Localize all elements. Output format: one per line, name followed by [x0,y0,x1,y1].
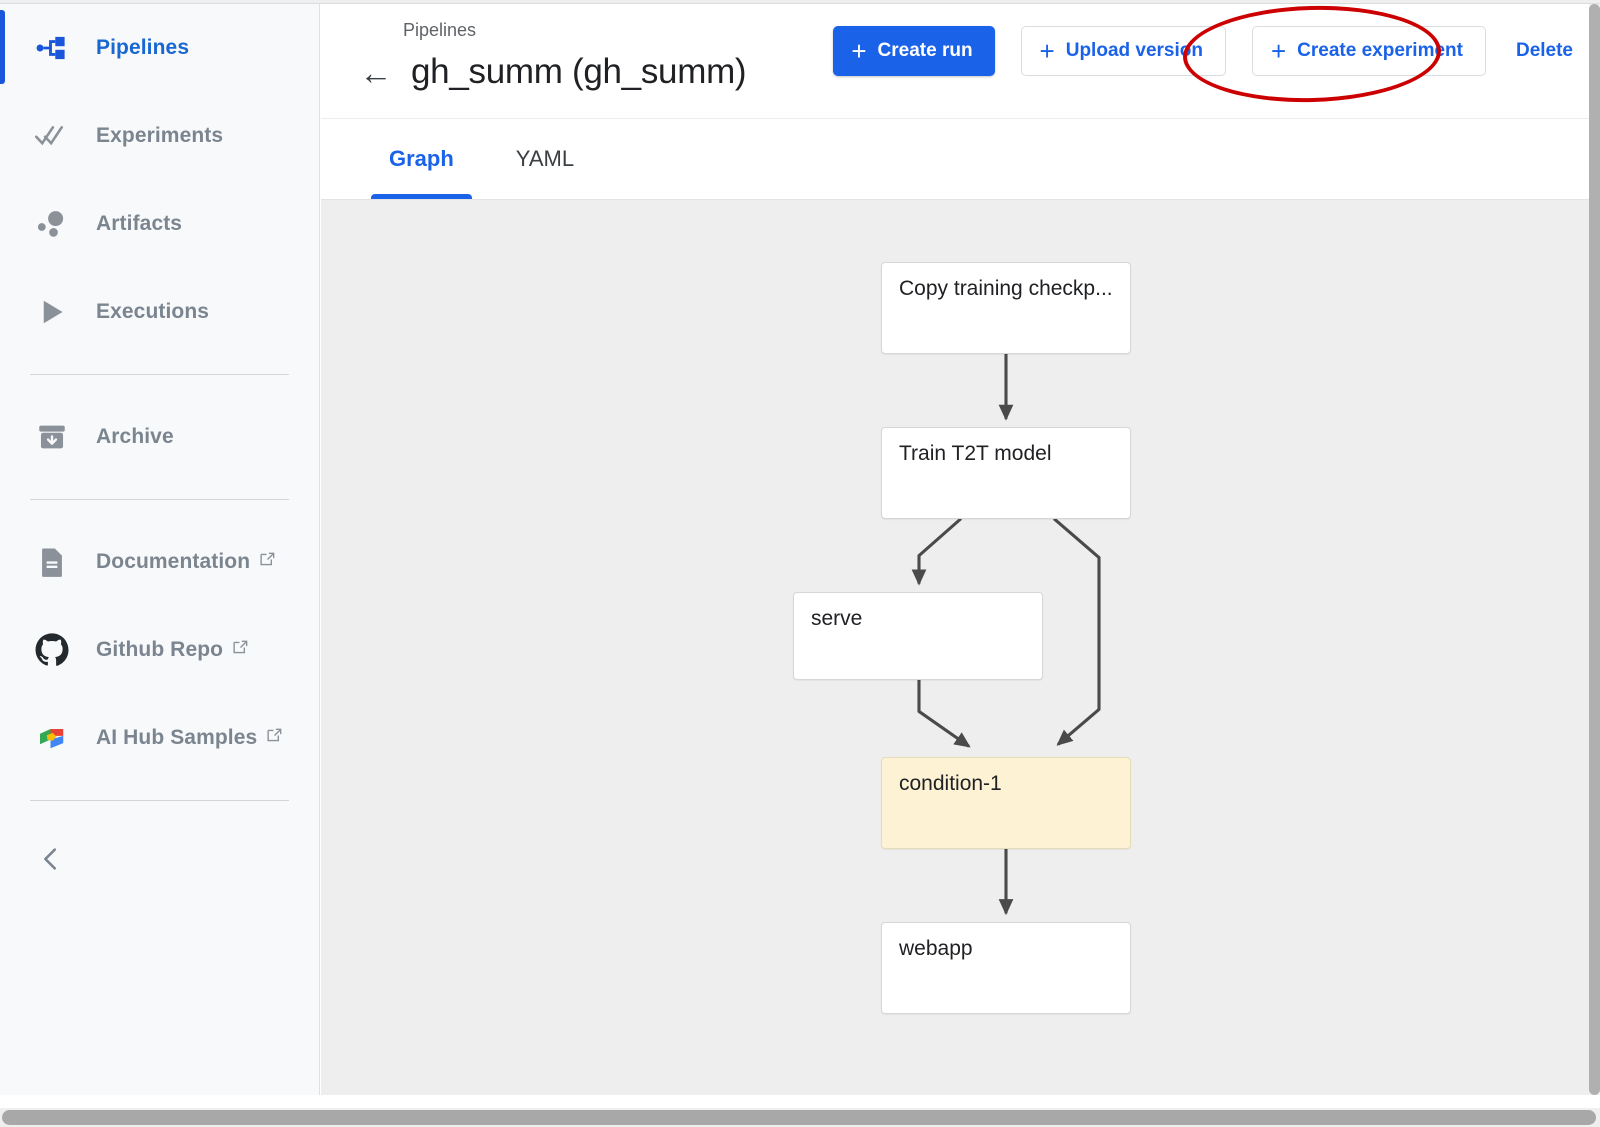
pipeline-icon [30,26,74,70]
pipeline-graph-canvas[interactable]: Copy training checkp... Train T2T model … [321,199,1589,1095]
document-icon [30,540,74,584]
sidebar-item-ai-hub-samples[interactable]: AI Hub Samples [0,694,319,782]
create-run-button[interactable]: + Create run [833,26,995,76]
graph-node-copy-training-checkpoint[interactable]: Copy training checkp... [881,262,1131,354]
sidebar-item-documentation[interactable]: Documentation [0,518,319,606]
page-header: Pipelines ← gh_summ (gh_summ) + Create r… [321,4,1589,119]
double-check-icon [30,114,74,158]
breadcrumb[interactable]: Pipelines [403,20,477,40]
sidebar-item-label: Archive [96,425,174,448]
tab-yaml[interactable]: YAML [494,119,596,199]
sidebar-item-label: Experiments [96,124,224,147]
chevron-left-icon [36,844,66,879]
upload-version-label: Upload version [1065,40,1203,61]
ai-hub-icon [30,716,74,760]
sidebar-item-label: Pipelines [96,36,190,59]
graph-node-condition-1[interactable]: condition-1 [881,757,1131,849]
external-link-icon [266,727,283,749]
plus-icon: + [1039,36,1055,66]
create-experiment-button[interactable]: + Create experiment [1251,26,1486,76]
graph-node-label: webapp [899,937,973,960]
archive-icon [30,415,74,459]
page-title: gh_summ (gh_summ) [411,52,747,91]
sidebar-divider-3 [30,800,289,801]
graph-node-label: Copy training checkp... [899,277,1113,300]
create-experiment-label: Create experiment [1297,40,1463,61]
artifacts-icon [30,202,74,246]
sidebar-collapse-button[interactable] [0,819,319,903]
vertical-scrollbar[interactable] [1589,4,1600,1095]
graph-node-label: condition-1 [899,772,1002,795]
sidebar-item-label: AI Hub Samples [96,726,258,749]
sidebar-item-label: Artifacts [96,212,183,235]
graph-node-train-t2t-model[interactable]: Train T2T model [881,427,1131,519]
vertical-scrollbar-thumb[interactable] [1589,4,1600,1095]
sidebar-item-archive[interactable]: Archive [0,393,319,481]
external-link-icon [232,639,249,661]
plus-icon: + [851,36,867,66]
sidebar: Pipelines Experiments Artifacts [0,4,320,1095]
graph-inner: Copy training checkp... Train T2T model … [321,200,1589,1095]
back-arrow-icon[interactable]: ← [359,53,393,91]
graph-node-webapp[interactable]: webapp [881,922,1131,1014]
sidebar-item-label: Executions [96,300,210,323]
window-top-edge [0,0,1600,4]
sidebar-item-label: Github Repo [96,638,224,661]
sidebar-item-pipelines[interactable]: Pipelines [0,4,319,92]
horizontal-scrollbar-thumb[interactable] [2,1110,1596,1125]
external-link-icon [259,551,276,573]
horizontal-scrollbar[interactable] [0,1108,1600,1127]
create-run-label: Create run [877,40,973,61]
tabs-bar: Graph YAML [321,119,1589,199]
sidebar-item-executions[interactable]: Executions [0,268,319,356]
upload-version-button[interactable]: + Upload version [1020,26,1226,76]
play-icon [30,290,74,334]
sidebar-item-artifacts[interactable]: Artifacts [0,180,319,268]
sidebar-divider-2 [30,499,289,500]
github-icon [30,628,74,672]
sidebar-item-github-repo[interactable]: Github Repo [0,606,319,694]
sidebar-item-label: Documentation [96,550,251,573]
main-content: Pipelines ← gh_summ (gh_summ) + Create r… [321,4,1589,1095]
plus-icon: + [1270,36,1287,66]
sidebar-divider-1 [30,374,289,375]
tab-label: Graph [389,146,454,171]
delete-label: Delete [1515,40,1573,61]
title-row: ← gh_summ (gh_summ) [357,52,747,92]
tab-label: YAML [515,146,575,171]
graph-node-label: serve [811,607,863,630]
toolbar: + Create run + Upload version + Create e… [833,26,1577,76]
sidebar-item-experiments[interactable]: Experiments [0,92,319,180]
tab-graph[interactable]: Graph [367,119,476,199]
graph-node-label: Train T2T model [899,442,1052,465]
graph-node-serve[interactable]: serve [793,592,1043,680]
delete-button[interactable]: Delete [1512,26,1577,76]
